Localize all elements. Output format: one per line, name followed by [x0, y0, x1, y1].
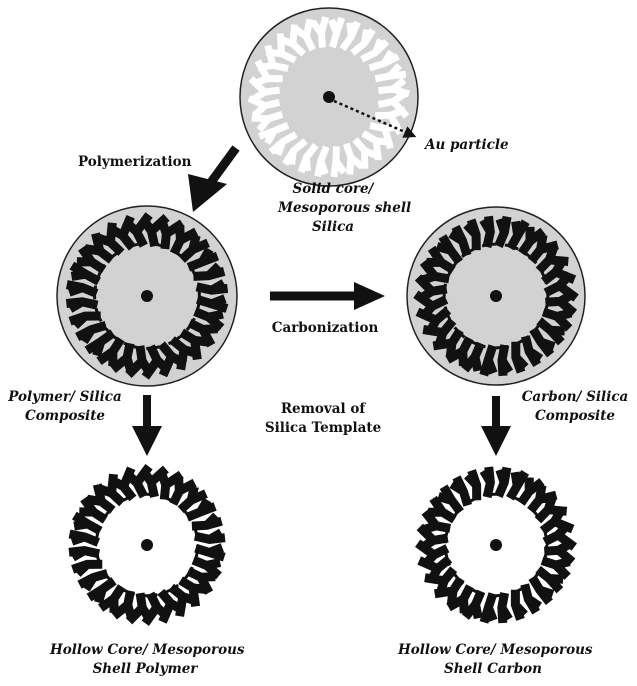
carbonization-label: Carbonization	[261, 319, 389, 338]
hollow-carbon-particle	[418, 467, 575, 623]
au-core-dot	[323, 91, 335, 103]
polymerization-arrowhead	[188, 174, 227, 212]
polymerization-label: Polymerization	[78, 153, 191, 172]
carbonization-arrowhead	[354, 282, 385, 310]
au-particle-label: Au particle	[425, 136, 509, 155]
polymerization-arrow	[209, 148, 236, 185]
solid-core-label: Solid core/ Mesoporous shell Silica	[278, 180, 388, 237]
au-core-dot	[490, 539, 502, 551]
polymer-silica-composite-particle	[57, 206, 237, 386]
carbon-silica-composite-particle	[407, 207, 585, 385]
au-core-dot	[141, 290, 153, 302]
removal-arrowhead-left	[132, 426, 162, 456]
polymer-silica-label: Polymer/ Silica Composite	[5, 388, 125, 426]
removal-label: Removal of Silica Template	[258, 400, 388, 438]
carbon-silica-label: Carbon/ Silica Composite	[519, 388, 631, 426]
hollow-polymer-label: Hollow Core/ Mesoporous Shell Polymer	[50, 641, 240, 679]
au-core-dot	[490, 290, 502, 302]
solid-core-silica-particle	[240, 8, 418, 186]
removal-arrowhead-right	[481, 426, 511, 456]
au-core-dot	[141, 539, 153, 551]
hollow-carbon-label: Hollow Core/ Mesoporous Shell Carbon	[398, 641, 588, 679]
hollow-polymer-particle	[69, 467, 225, 624]
particles-layer	[57, 8, 585, 623]
